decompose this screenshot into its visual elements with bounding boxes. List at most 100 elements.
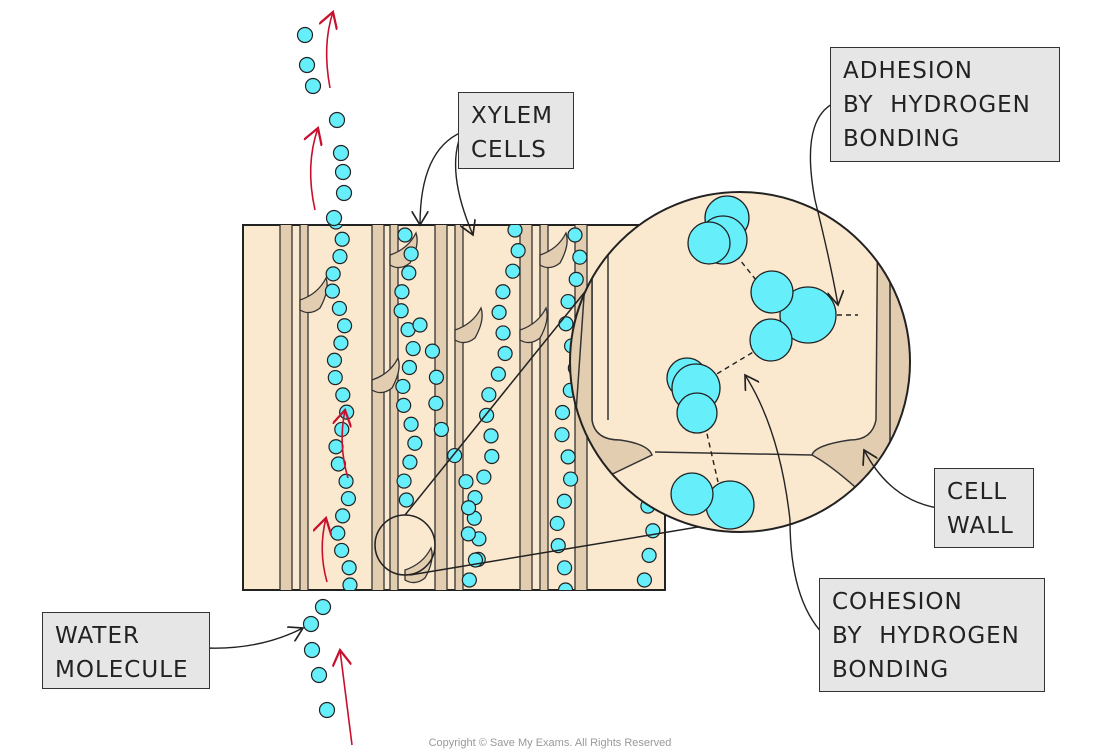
water-molecule	[402, 454, 418, 470]
water-molecule	[403, 416, 419, 432]
water-molecule	[558, 316, 574, 332]
water-molecule	[396, 473, 412, 489]
water-molecule	[342, 577, 358, 590]
pit-wall	[539, 231, 568, 269]
label-line: BY HYDROGEN	[843, 92, 1031, 118]
water-molecule	[401, 359, 418, 376]
water-molecule	[302, 615, 320, 633]
water-molecule	[560, 449, 576, 465]
water-molecule	[460, 500, 477, 516]
label-line: CELLS	[471, 137, 547, 163]
water-molecule	[507, 225, 523, 238]
copyright: Copyright © Save My Exams. All Rights Re…	[428, 737, 672, 749]
water-molecule	[476, 469, 492, 485]
cell-wall	[519, 225, 533, 590]
label-line: CELL	[947, 479, 1008, 505]
water-molecule	[484, 448, 500, 465]
cell-wall	[279, 225, 293, 590]
water-molecule	[332, 248, 348, 265]
water-molecule	[325, 209, 343, 227]
water-molecule	[567, 227, 583, 243]
cell-wall	[299, 225, 309, 590]
water-molecule	[460, 526, 476, 542]
water-molecule	[340, 490, 357, 507]
water-molecule	[325, 266, 341, 282]
cell-wall	[539, 225, 549, 590]
water-molecule	[394, 284, 410, 300]
water-molecule	[334, 231, 350, 247]
water-molecule	[497, 345, 513, 362]
water-molecule	[304, 77, 322, 95]
water-molecule	[641, 547, 657, 563]
pit-wall	[519, 306, 548, 344]
water-molecule	[318, 701, 336, 719]
water-molecule	[403, 246, 419, 262]
water-molecule	[505, 263, 521, 279]
water-molecule	[424, 343, 441, 359]
water-molecule	[314, 598, 332, 616]
water-molecule	[310, 666, 328, 684]
water-molecule	[330, 525, 346, 541]
water-molecules-outside	[296, 26, 353, 719]
water-molecule	[495, 325, 511, 341]
label-line: BY HYDROGEN	[832, 623, 1020, 649]
water-molecule	[554, 427, 570, 443]
cell-wall	[389, 225, 399, 590]
water-molecule	[334, 542, 350, 559]
label-pointers	[205, 102, 939, 649]
water-molecule	[393, 303, 409, 319]
water-molecule	[326, 352, 343, 368]
water-molecule	[335, 508, 351, 524]
water-molecule	[495, 284, 511, 300]
water-molecule	[481, 387, 497, 403]
water-molecule	[428, 395, 444, 411]
water-molecules-magnified	[666, 195, 837, 530]
water-molecule	[330, 456, 346, 472]
water-molecule	[568, 271, 584, 287]
water-molecule	[458, 474, 474, 490]
pit-wall	[454, 306, 483, 344]
water-molecule	[328, 111, 346, 129]
water-molecule	[490, 366, 506, 382]
label-adhesion: ADHESION BY HYDROGEN BONDING	[830, 47, 1060, 162]
pit-wall	[371, 356, 400, 394]
water-molecule	[412, 317, 428, 333]
water-molecule	[405, 340, 421, 357]
label-xylem-cells: XYLEM CELLS	[458, 92, 574, 169]
water-molecule	[556, 493, 572, 509]
water-molecule	[324, 283, 341, 299]
water-molecule	[563, 471, 579, 487]
label-line: WATER	[55, 623, 140, 649]
water-molecule	[339, 404, 355, 420]
label-line: BONDING	[832, 657, 950, 683]
water-molecule	[461, 572, 477, 588]
water-molecule	[483, 428, 499, 444]
water-molecule	[447, 447, 463, 464]
water-molecule	[556, 560, 573, 576]
water-molecule	[407, 435, 423, 451]
label-line: ADHESION	[843, 58, 973, 84]
water-molecule	[335, 184, 353, 202]
water-molecule	[554, 404, 571, 421]
water-molecule	[298, 56, 316, 74]
water-molecule	[401, 265, 417, 281]
label-cell-wall: CELL WALL	[934, 468, 1034, 548]
water-molecule	[572, 249, 588, 265]
water-molecule	[396, 397, 412, 413]
water-molecule	[428, 369, 445, 385]
water-molecule	[636, 572, 653, 588]
water-molecule	[335, 387, 351, 403]
water-molecule	[549, 515, 565, 532]
water-molecule	[338, 473, 354, 489]
water-molecule	[341, 560, 357, 576]
water-molecule	[557, 582, 574, 590]
water-molecule	[336, 318, 353, 334]
water-molecule	[296, 26, 314, 44]
water-molecule	[510, 242, 526, 259]
cell-wall	[454, 225, 464, 590]
water-molecule	[334, 163, 352, 181]
water-molecule	[332, 144, 350, 162]
water-molecule	[560, 293, 576, 310]
water-molecule	[303, 641, 321, 659]
